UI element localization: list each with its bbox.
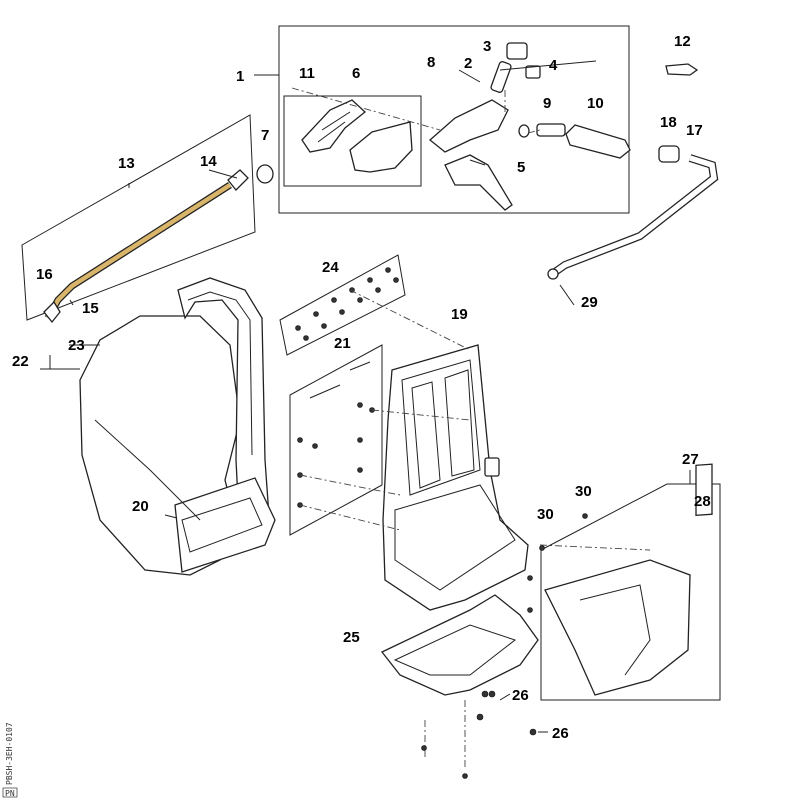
callout-28: 28 — [694, 493, 711, 510]
callout-7: 7 — [261, 127, 269, 144]
callout-4: 4 — [549, 57, 558, 74]
valve-stem-part — [490, 61, 512, 93]
callout-15: 15 — [82, 300, 99, 317]
callout-30b: 30 — [537, 506, 554, 523]
callout-6: 6 — [352, 65, 360, 82]
callout-2: 2 — [464, 55, 472, 72]
fastener-set-21 — [297, 361, 375, 508]
o-ring-part — [518, 124, 530, 138]
valve-nut-part — [506, 42, 528, 60]
callout-21: 21 — [334, 335, 351, 352]
screw-set-24 — [295, 267, 399, 341]
tip-part — [43, 300, 61, 324]
assembly-1-frame — [278, 25, 630, 214]
hose-nut-part — [658, 145, 680, 163]
callout-25: 25 — [343, 629, 360, 646]
callout-27: 27 — [682, 451, 699, 468]
corner-mark: PN — [5, 789, 15, 798]
callout-13: 13 — [118, 155, 135, 172]
callout-1: 1 — [236, 68, 244, 85]
bottom-screws — [421, 513, 588, 779]
wand-group — [21, 114, 256, 324]
callout-26b: 26 — [552, 725, 569, 742]
callout-12: 12 — [674, 33, 691, 50]
callout-11: 11 — [299, 65, 315, 82]
frame-group — [382, 344, 529, 611]
frame-part — [382, 344, 529, 611]
callout-3: 3 — [483, 38, 491, 55]
trigger-part — [444, 154, 513, 211]
screw-sheet-24 — [279, 254, 406, 356]
callout-10: 10 — [587, 95, 604, 112]
valve-body-part — [428, 99, 509, 153]
wand-frame — [21, 114, 256, 321]
callout-22: 22 — [12, 353, 29, 370]
callout-19: 19 — [451, 306, 468, 323]
handle-grip-part — [349, 121, 413, 173]
callout-30a: 30 — [575, 483, 592, 500]
label-part — [695, 463, 713, 517]
cover-frame — [540, 483, 721, 701]
callout-18: 18 — [660, 114, 677, 131]
callout-29: 29 — [581, 294, 598, 311]
callout-14: 14 — [200, 153, 217, 170]
callout-5: 5 — [517, 159, 525, 176]
callout-23: 23 — [68, 337, 85, 354]
callout-24: 24 — [322, 259, 339, 276]
callout-16: 16 — [36, 266, 53, 283]
image-code: PBSH-3EH-0107 — [5, 722, 14, 785]
callout-9: 9 — [543, 95, 551, 112]
leader-lines — [40, 60, 691, 733]
grip-part — [565, 124, 631, 159]
clip-part — [525, 65, 541, 79]
nozzle-part — [227, 169, 249, 191]
handle-assembly-group — [278, 25, 631, 214]
nozzle-tip-part — [665, 63, 699, 76]
handle-half-part — [301, 99, 366, 153]
callout-8: 8 — [427, 54, 435, 71]
cover-part — [544, 559, 691, 696]
fastener-sheet-21 — [289, 344, 383, 536]
callout-labels: 1 2 3 4 5 6 7 8 9 10 11 12 13 14 15 16 1… — [12, 33, 711, 742]
ring-part — [256, 164, 274, 184]
callout-26a: 26 — [512, 687, 529, 704]
base-tray-part — [380, 594, 539, 696]
hose-clamp-part — [547, 268, 559, 280]
hose-part — [552, 154, 719, 276]
assembly-6-frame — [283, 95, 422, 187]
callout-17: 17 — [686, 122, 703, 139]
backpack-group — [79, 277, 276, 576]
callout-20: 20 — [132, 498, 149, 515]
spring-part — [536, 123, 566, 137]
corner-mark-box — [2, 787, 18, 798]
